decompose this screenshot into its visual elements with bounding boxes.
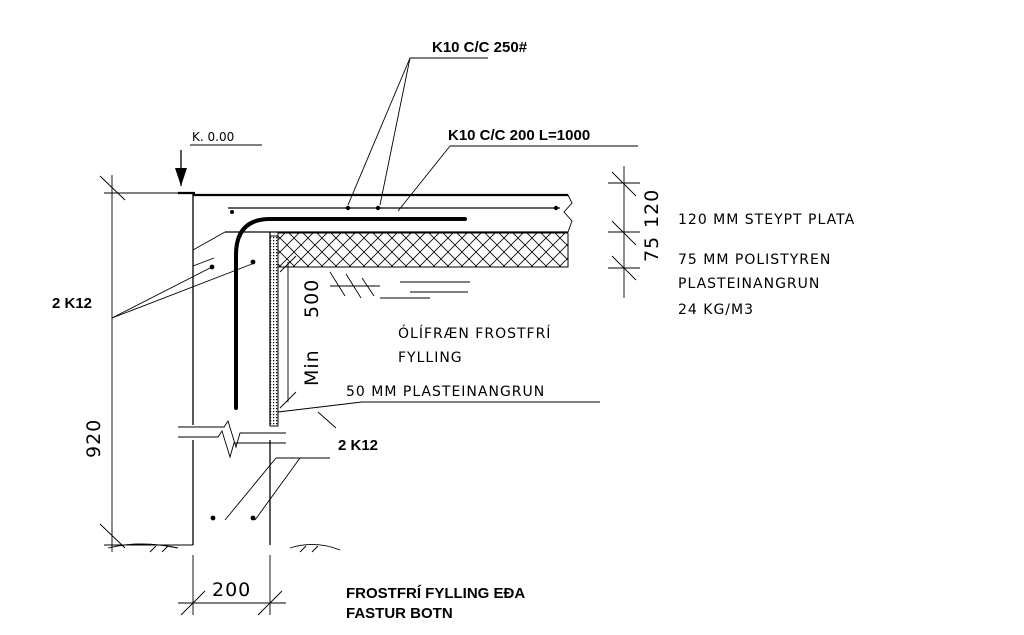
insulation-note-2: PLASTEINANGRUN bbox=[678, 276, 820, 292]
wall-width-dim: 200 bbox=[212, 579, 251, 601]
fill-note-1: ÓLÍFRÆN FROSTFRÍ bbox=[398, 324, 551, 342]
dimensions bbox=[99, 166, 640, 616]
insulation-note-1: 75 MM POLISTYREN bbox=[678, 252, 831, 268]
fill-note-2: FYLLING bbox=[398, 350, 463, 366]
wall-height-dim: 920 bbox=[83, 419, 105, 458]
min-depth-word: Min bbox=[301, 349, 323, 386]
min-depth-value: 500 bbox=[301, 279, 323, 318]
leaders bbox=[111, 57, 638, 521]
insulation-thickness-dim: 75 bbox=[641, 236, 663, 262]
bottom-rebar-label: 2 K12 bbox=[338, 437, 378, 454]
fill-hatch bbox=[329, 271, 470, 299]
left-rebar-label: 2 K12 bbox=[52, 295, 92, 312]
slab-note: 120 MM STEYPT PLATA bbox=[678, 212, 855, 228]
concrete-slab bbox=[193, 193, 573, 410]
slab-insulation bbox=[277, 232, 569, 268]
ground-line bbox=[107, 543, 341, 553]
level-label: K. 0.00 bbox=[192, 130, 234, 144]
wall-insulation bbox=[269, 235, 279, 427]
wall-insulation-note: 50 MM PLASTEINANGRUN bbox=[346, 384, 545, 400]
wall-rebars bbox=[209, 259, 256, 521]
top-rebar-label: K10 C/C 250# bbox=[432, 39, 528, 56]
slab-thickness-dim: 120 bbox=[641, 189, 663, 228]
base-note-1: FROSTFRÍ FYLLING EÐA bbox=[346, 585, 525, 602]
base-note-2: FASTUR BOTN bbox=[346, 605, 453, 622]
insulation-note-3: 24 KG/M3 bbox=[678, 302, 754, 318]
slab-rebar-label: K10 C/C 200 L=1000 bbox=[448, 127, 590, 144]
level-marker: K. 0.00 bbox=[175, 130, 262, 186]
